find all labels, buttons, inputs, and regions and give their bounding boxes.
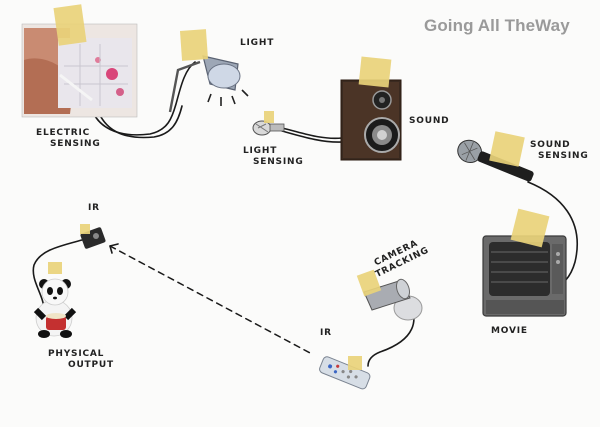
- label-sound-sensing-1: SOUND: [530, 140, 571, 150]
- tape-speaker: [358, 56, 392, 88]
- label-sound-sensing: SOUND SENSING: [530, 140, 589, 162]
- label-electric-sensing-2: SENSING: [50, 139, 101, 149]
- tape-ir-emitter: [80, 224, 90, 234]
- desk-lamp-icon: [168, 55, 249, 113]
- tape-light-sensor: [264, 111, 274, 123]
- wire-electric-to-lamp-2: [95, 105, 183, 139]
- camera-icon: [363, 278, 423, 321]
- speaker-icon: [340, 79, 402, 161]
- diagram-title: Going All TheWay: [424, 16, 570, 35]
- tape-electric: [53, 4, 87, 46]
- label-sound-sensing-2: SENSING: [538, 151, 589, 161]
- label-ir-bottom: IR: [320, 328, 332, 338]
- wire-lightsensor-to-speaker-2: [281, 130, 343, 143]
- panda-toy-icon: [33, 278, 77, 338]
- tape-tv: [510, 208, 550, 248]
- label-light-sensing-1: LIGHT: [243, 146, 278, 156]
- light-sensor-icon: [252, 120, 285, 136]
- television-icon: [482, 235, 567, 317]
- tape-camera: [356, 269, 382, 297]
- tape-lamp: [179, 29, 209, 61]
- label-output: OUTPUT: [68, 360, 114, 370]
- wire-lightsensor-to-speaker: [281, 127, 343, 140]
- label-movie: MOVIE: [491, 326, 528, 336]
- label-light-sensing-2: SENSING: [253, 157, 304, 167]
- wire-electric-to-lamp: [89, 61, 196, 136]
- label-electric-sensing: ELECTRIC SENSING: [36, 128, 101, 150]
- tape-microphone: [489, 131, 525, 167]
- tape-panda: [48, 262, 62, 274]
- ir-beam: [109, 245, 313, 355]
- ir-beam-arrowhead: [109, 243, 119, 254]
- label-sound: SOUND: [409, 116, 450, 126]
- label-electric: ELECTRIC: [36, 128, 91, 138]
- wire-ir-to-panda: [32, 239, 83, 311]
- tape-remote: [348, 356, 362, 370]
- label-physical-output: PHYSICAL OUTPUT: [48, 349, 114, 371]
- label-light-sensing: LIGHT SENSING: [243, 146, 304, 168]
- label-ir-top: IR: [88, 203, 100, 213]
- label-physical: PHYSICAL: [48, 349, 105, 359]
- label-light: LIGHT: [240, 38, 275, 48]
- remote-control-icon: [319, 356, 371, 390]
